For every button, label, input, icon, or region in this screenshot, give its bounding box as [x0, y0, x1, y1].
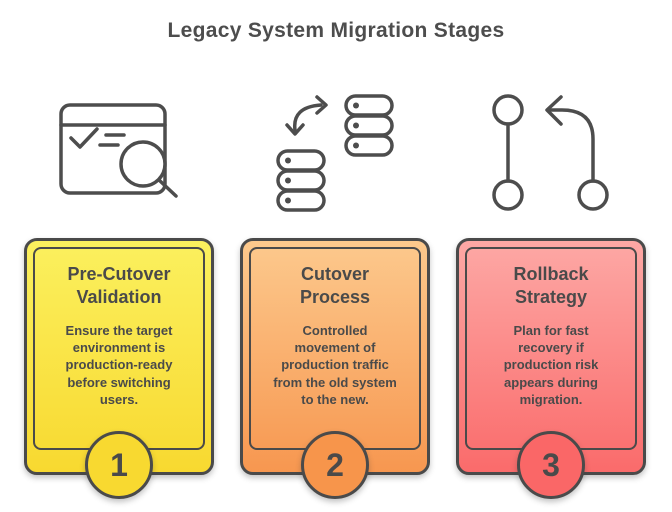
stage-description: Plan for fast recovery if production ris… — [503, 323, 599, 407]
stage-title: Rollback Strategy — [513, 264, 589, 308]
stage-number-badge: 1 — [85, 431, 153, 499]
stage-description: Controlled movement of production traffi… — [273, 323, 397, 407]
browser-check-magnifier-icon — [24, 101, 214, 199]
stage-card: Pre-Cutover Validation Ensure the target… — [24, 238, 214, 499]
git-revert-rollback-icon — [456, 94, 646, 212]
stage-number: 1 — [110, 446, 128, 483]
stage-number: 2 — [326, 446, 344, 483]
stage-number-badge: 3 — [517, 431, 585, 499]
stage-number: 3 — [542, 446, 560, 483]
stage-column-rollback-strategy: Rollback Strategy Plan for fast recovery… — [456, 0, 646, 512]
stage-card: Rollback Strategy Plan for fast recovery… — [456, 238, 646, 499]
stage-number-badge: 2 — [301, 431, 369, 499]
server-stacks-transfer-arrow-icon — [240, 94, 430, 214]
stage-column-pre-cutover-validation: Pre-Cutover Validation Ensure the target… — [24, 0, 214, 512]
stage-title: Cutover Process — [299, 264, 371, 308]
page-title: Legacy System Migration Stages — [167, 19, 505, 42]
stage-column-cutover-process: Cutover Process Controlled movement of p… — [240, 0, 430, 512]
stage-description: Ensure the target environment is product… — [65, 323, 173, 407]
stage-card: Cutover Process Controlled movement of p… — [240, 238, 430, 499]
stage-title: Pre-Cutover Validation — [67, 264, 171, 308]
